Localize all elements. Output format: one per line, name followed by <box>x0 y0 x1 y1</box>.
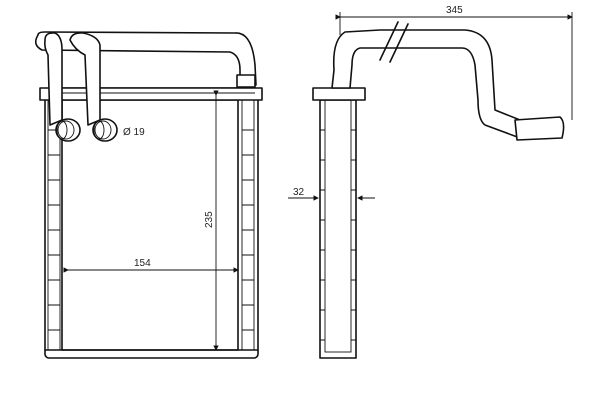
side-view: 345 32 <box>288 5 573 359</box>
width-label: 154 <box>134 258 151 269</box>
height-label: 235 <box>204 211 215 228</box>
inlet-pipe-left <box>44 32 63 126</box>
diameter-label: Ø 19 <box>123 127 145 138</box>
top-tank <box>39 87 263 101</box>
pipe-fitting <box>236 74 256 88</box>
side-top-tank <box>312 87 366 101</box>
pipe-end-connector <box>514 116 565 141</box>
depth-label: 32 <box>293 187 305 198</box>
tube-marks <box>48 129 254 331</box>
side-core <box>319 99 357 359</box>
pipe-ends <box>55 118 118 142</box>
break-mark <box>379 21 409 63</box>
core-fins <box>61 99 239 351</box>
side-pipe <box>331 29 521 139</box>
length-label: 345 <box>446 5 463 16</box>
inlet-pipe-right <box>69 32 101 126</box>
outlet-pipe <box>34 31 257 86</box>
front-view: Ø 19 235 154 <box>34 31 263 359</box>
